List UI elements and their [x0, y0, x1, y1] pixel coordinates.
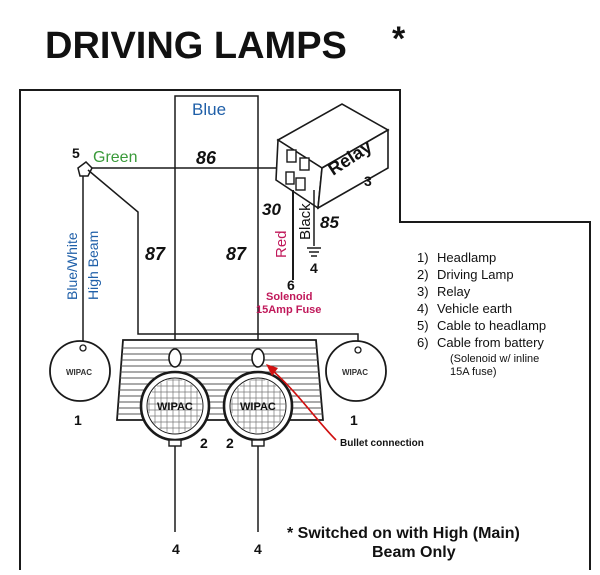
callout-1-right: 1: [350, 412, 358, 428]
blue-white-label: Blue/White: [64, 232, 80, 300]
legend-num: 6): [417, 335, 429, 350]
driving-lamp-left-brand: WIPAC: [157, 401, 193, 413]
relay-pin: [286, 149, 297, 163]
relay-side-face: [317, 128, 389, 210]
footnote-line-2: Beam Only: [372, 544, 456, 561]
driving-lamp-left-mesh: [148, 379, 202, 433]
legend-text: Vehicle earth: [437, 301, 512, 316]
diagram-title: DRIVING LAMPS: [45, 25, 347, 67]
terminal-86-label: 86: [196, 148, 217, 168]
relay-pin: [299, 157, 310, 171]
relay-pin: [285, 171, 295, 185]
driving-lamp-right-brand: WIPAC: [240, 401, 276, 413]
terminal-87-right-label: 87: [226, 244, 247, 264]
headlamp-right-brand: WIPAC: [342, 368, 368, 377]
terminal-30-label: 30: [262, 200, 281, 219]
legend-num: 3): [417, 284, 429, 299]
legend-num: 1): [417, 250, 429, 265]
bullet-arrow-head: [266, 364, 278, 376]
blue-wire: [174, 95, 259, 345]
legend-text: Cable from battery: [437, 335, 544, 350]
headlamp-right: WIPAC: [325, 340, 387, 402]
callout-2-left: 2: [200, 435, 208, 451]
callout-3: 3: [364, 173, 372, 189]
callout-4-bottom-left: 4: [172, 541, 180, 557]
blue-wire-label: Blue: [192, 100, 226, 119]
driving-lamp-right-mount: [251, 439, 265, 447]
driving-lamp-right: WIPAC: [222, 370, 294, 447]
callout-4-earth: 4: [310, 260, 318, 276]
black-wire-label: Black: [297, 203, 314, 240]
headlamp-left: WIPAC: [49, 340, 111, 402]
headlamp-left-brand: WIPAC: [66, 368, 92, 377]
connector-oval-right: [251, 348, 265, 368]
fuse-label: 15Amp Fuse: [256, 304, 321, 316]
solenoid-label: Solenoid: [266, 291, 312, 303]
legend-num: 2): [417, 267, 429, 282]
connector-oval-left: [168, 348, 182, 368]
red-wire-label: Red: [273, 230, 290, 258]
car-outline-frame: [19, 89, 591, 570]
bullet-connection-arrow: [271, 369, 337, 441]
driving-lamp-left: WIPAC: [139, 370, 211, 447]
driving-lamp-right-mesh: [231, 379, 285, 433]
relay-pin: [295, 177, 306, 191]
title-asterisk: *: [392, 20, 406, 58]
relay: [275, 103, 390, 210]
green-wire-label: Green: [93, 149, 137, 166]
legend-text: Relay: [437, 284, 471, 299]
legend-note: 15A fuse): [450, 366, 496, 378]
legend: 1) Headlamp 2) Driving Lamp 3) Relay 4) …: [417, 250, 546, 378]
legend-text: Cable to headlamp: [437, 318, 546, 333]
bullet-connection-label: Bullet connection: [340, 438, 424, 449]
headlamp-feed-wire: [87, 169, 359, 348]
terminal-87-left-label: 87: [145, 244, 166, 264]
legend-text: Driving Lamp: [437, 267, 514, 282]
callout-1-left: 1: [74, 412, 82, 428]
callout-6: 6: [287, 277, 295, 293]
legend-num: 4): [417, 301, 429, 316]
terminal-85-label: 85: [320, 213, 339, 232]
driving-lamp-left-mount: [168, 439, 182, 447]
legend-note: (Solenoid w/ inline: [450, 353, 539, 365]
legend-num: 5): [417, 318, 429, 333]
cable-to-headlamp-node: [77, 161, 93, 177]
high-beam-label: High Beam: [85, 231, 101, 300]
callout-4-bottom-right: 4: [254, 541, 262, 557]
footnote-line-1: * Switched on with High (Main): [287, 525, 520, 542]
callout-5: 5: [72, 145, 80, 161]
callout-2-right: 2: [226, 435, 234, 451]
legend-text: Headlamp: [437, 250, 496, 265]
